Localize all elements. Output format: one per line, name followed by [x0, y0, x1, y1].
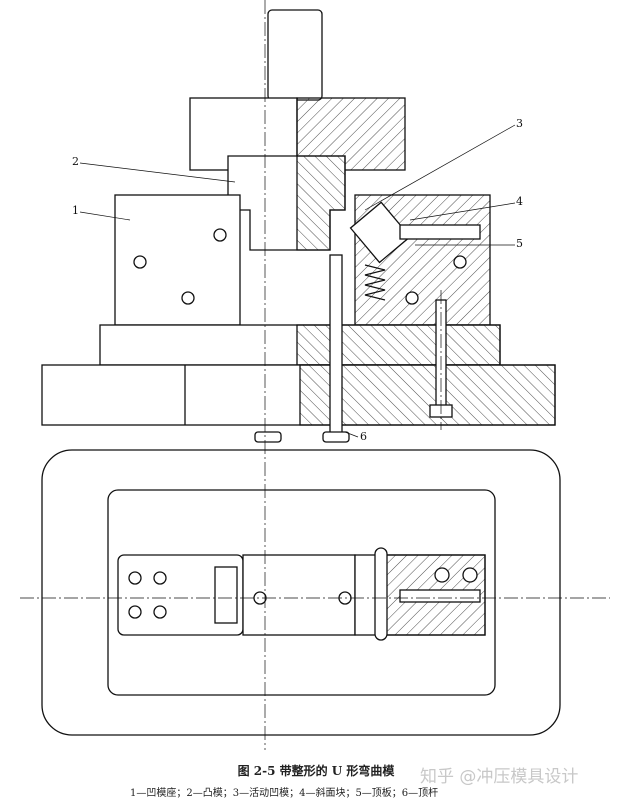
- label-4: 4: [516, 195, 523, 208]
- label-1: 1: [72, 204, 79, 217]
- figure-caption: 图 2-5 带整形的 U 形弯曲模: [237, 764, 395, 778]
- label-6: 6: [360, 430, 367, 443]
- label-5: 5: [516, 237, 523, 250]
- spring: [364, 264, 386, 301]
- label-3: 3: [516, 117, 523, 130]
- punch-shank: [267, 9, 323, 101]
- ejector-rod: [329, 254, 343, 436]
- figure-legend: 1—凹模座；2—凸模；3—活动凹模；4—斜面块；5—顶板；6—顶杆: [130, 788, 439, 799]
- slant-block: [349, 201, 412, 264]
- label-2: 2: [72, 155, 79, 168]
- watermark: 知乎 @冲压模具设计: [420, 767, 579, 787]
